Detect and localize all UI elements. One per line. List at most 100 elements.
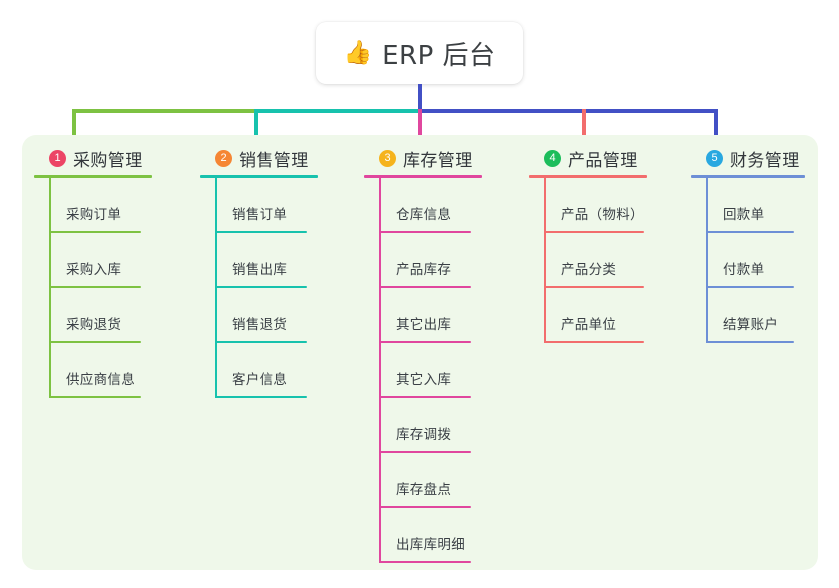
menu-item[interactable]: 采购退货	[34, 288, 152, 343]
column-1: 1 采购管理采购订单采购入库采购退货供应商信息	[34, 146, 152, 398]
menu-item-rule	[49, 231, 141, 233]
menu-item-rule	[49, 341, 141, 343]
menu-item-label: 库存调拨	[396, 427, 452, 443]
number-badge-icon: 5	[706, 149, 723, 167]
drop-connector-5	[714, 109, 718, 160]
menu-item-rule	[379, 561, 471, 563]
menu-item-label: 回款单	[723, 207, 765, 223]
menu-item-rule	[544, 341, 644, 343]
menu-item-rule	[379, 506, 471, 508]
column-items-4: 产品（物料） 产品分类产品单位	[529, 178, 647, 343]
menu-item[interactable]: 产品（物料）	[529, 178, 647, 233]
column-items-2: 销售订单销售出库销售退货客户信息	[200, 178, 318, 398]
menu-item-rule	[215, 286, 307, 288]
menu-item[interactable]: 产品分类	[529, 233, 647, 288]
column-header-rule	[691, 175, 805, 178]
menu-item-label: 产品单位	[561, 317, 617, 333]
column-header-rule	[34, 175, 152, 178]
column-items-1: 采购订单采购入库采购退货供应商信息	[34, 178, 152, 398]
menu-item-rule	[215, 231, 307, 233]
column-spine	[379, 178, 381, 563]
menu-item[interactable]: 其它出库	[364, 288, 482, 343]
menu-item[interactable]: 付款单	[691, 233, 805, 288]
menu-item-label: 客户信息	[232, 372, 288, 388]
menu-item[interactable]: 回款单	[691, 178, 805, 233]
menu-item-rule	[379, 396, 471, 398]
menu-item-label: 采购订单	[66, 207, 122, 223]
menu-item-rule	[49, 286, 141, 288]
thumbs-up-icon: 👍	[343, 39, 373, 66]
menu-item-label: 仓库信息	[396, 207, 452, 223]
bus-segment-1	[72, 109, 254, 113]
trunk-connector	[418, 84, 422, 111]
drop-connector-2	[254, 109, 258, 160]
column-items-3: 仓库信息产品库存其它出库其它入库库存调拨库存盘点出库库明细	[364, 178, 482, 563]
column-header-2[interactable]: 2 销售管理	[200, 146, 318, 171]
menu-item[interactable]: 其它入库	[364, 343, 482, 398]
menu-item[interactable]: 销售订单	[200, 178, 318, 233]
menu-item-label: 采购入库	[66, 262, 122, 278]
drop-connector-1	[72, 109, 76, 160]
menu-item-label: 出库库明细	[396, 537, 465, 553]
menu-item[interactable]: 销售退货	[200, 288, 318, 343]
column-spine	[49, 178, 51, 398]
menu-item[interactable]: 客户信息	[200, 343, 318, 398]
root-node-label: ERP 后台	[382, 40, 496, 71]
menu-item[interactable]: 仓库信息	[364, 178, 482, 233]
column-header-rule	[200, 175, 318, 178]
number-badge-icon: 1	[49, 149, 66, 167]
column-header-1[interactable]: 1 采购管理	[34, 146, 152, 171]
menu-item-label: 产品库存	[396, 262, 452, 278]
menu-item-label: 付款单	[723, 262, 765, 278]
column-header-rule	[364, 175, 482, 178]
menu-item-rule	[379, 231, 471, 233]
column-title: 采购管理	[73, 150, 143, 171]
menu-item-rule	[379, 341, 471, 343]
menu-item-rule	[49, 396, 141, 398]
column-5: 5 财务管理回款单付款单结算账户	[691, 146, 805, 343]
menu-item[interactable]: 销售出库	[200, 233, 318, 288]
menu-item[interactable]: 出库库明细	[364, 508, 482, 563]
menu-item-rule	[706, 231, 794, 233]
menu-item[interactable]: 结算账户	[691, 288, 805, 343]
column-4: 4 产品管理产品（物料） 产品分类产品单位	[529, 146, 647, 343]
column-title: 销售管理	[239, 150, 309, 171]
column-title: 库存管理	[403, 150, 473, 171]
menu-item-label: 销售出库	[232, 262, 288, 278]
column-title: 产品管理	[568, 150, 638, 171]
bus-segment-2	[254, 109, 420, 113]
column-header-5[interactable]: 5 财务管理	[691, 146, 805, 171]
menu-item-rule	[706, 341, 794, 343]
column-title: 财务管理	[730, 150, 800, 171]
diagram-panel	[22, 135, 818, 570]
column-items-5: 回款单付款单结算账户	[691, 178, 805, 343]
column-2: 2 销售管理销售订单销售出库销售退货客户信息	[200, 146, 318, 398]
column-spine	[706, 178, 708, 343]
number-badge-icon: 4	[544, 149, 561, 167]
menu-item[interactable]: 采购入库	[34, 233, 152, 288]
number-badge-icon: 2	[215, 149, 232, 167]
menu-item-rule	[544, 286, 644, 288]
menu-item-label: 销售退货	[232, 317, 288, 333]
column-header-rule	[529, 175, 647, 178]
root-node[interactable]: 👍 ERP 后台	[316, 22, 523, 84]
menu-item-label: 采购退货	[66, 317, 122, 333]
menu-item-rule	[706, 286, 794, 288]
menu-item-label: 销售订单	[232, 207, 288, 223]
menu-item[interactable]: 采购订单	[34, 178, 152, 233]
menu-item-label: 其它入库	[396, 372, 452, 388]
menu-item[interactable]: 库存盘点	[364, 453, 482, 508]
column-header-4[interactable]: 4 产品管理	[529, 146, 647, 171]
menu-item-label: 供应商信息	[66, 372, 135, 388]
menu-item-rule	[215, 341, 307, 343]
menu-item[interactable]: 产品单位	[529, 288, 647, 343]
menu-item-label: 产品（物料）	[561, 207, 644, 223]
menu-item-label: 结算账户	[723, 317, 779, 333]
menu-item-label: 其它出库	[396, 317, 452, 333]
menu-item[interactable]: 库存调拨	[364, 398, 482, 453]
menu-item-rule	[544, 231, 644, 233]
menu-item[interactable]: 产品库存	[364, 233, 482, 288]
menu-item[interactable]: 供应商信息	[34, 343, 152, 398]
